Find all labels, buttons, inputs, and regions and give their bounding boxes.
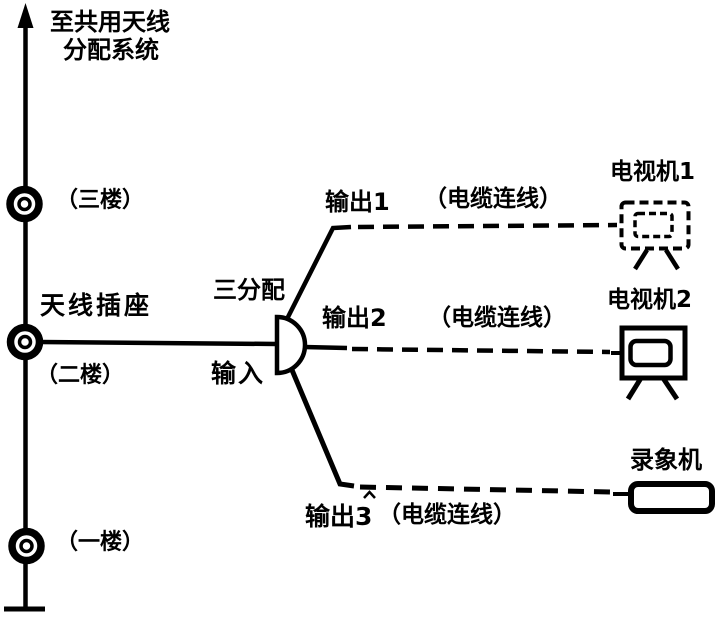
output3-branch xyxy=(289,369,631,499)
output3-cable-dashed-line xyxy=(359,484,613,495)
output2-port-label: 输出2 xyxy=(322,304,387,332)
output1-cable-dashed-line xyxy=(357,222,618,230)
output2-branch xyxy=(303,344,623,355)
socket-second-floor-icon xyxy=(6,323,44,361)
destination-label-line2: 分配系统 xyxy=(63,36,159,64)
antenna-socket-label: 天线插座 xyxy=(40,291,153,320)
caret-mark-icon xyxy=(363,490,376,499)
destination-label-line1: 至共用天线 xyxy=(50,8,170,36)
output2-cable-dashed-line xyxy=(351,346,611,355)
output1-port-label: 输出1 xyxy=(325,188,390,216)
output1-solid-line xyxy=(284,224,352,321)
splitter-body-icon xyxy=(274,314,308,376)
output1-cable-label: （电缆连线） xyxy=(424,186,562,212)
vcr-device-label: 录象机 xyxy=(630,446,702,474)
floor3-label: （三楼） xyxy=(56,188,145,213)
output3-cable-label: （电缆连线） xyxy=(378,502,516,528)
floor1-label: （一楼） xyxy=(56,530,145,555)
floor2-label: （二楼） xyxy=(36,363,125,388)
splitter-name-label: 三分配 xyxy=(213,276,285,304)
output3-solid-line xyxy=(289,369,355,489)
tv1-icon xyxy=(619,200,691,271)
vcr-icon xyxy=(628,481,715,514)
output2-cable-label: （电缆连线） xyxy=(428,305,566,331)
riser-arrowhead-icon xyxy=(17,3,34,28)
socket-third-floor-icon xyxy=(6,185,43,223)
tv2-icon xyxy=(619,325,688,401)
tv2-device-label: 电视机2 xyxy=(607,287,693,313)
input-feed-line xyxy=(39,339,278,347)
output2-solid-line xyxy=(303,344,348,351)
tv1-device-label: 电视机1 xyxy=(610,159,696,185)
splitter-input-label: 输入 xyxy=(211,359,266,388)
output1-branch xyxy=(284,222,618,321)
socket-first-floor-icon xyxy=(8,527,45,565)
antenna-riser xyxy=(4,3,45,612)
output3-port-label: 输出3 xyxy=(305,502,373,531)
